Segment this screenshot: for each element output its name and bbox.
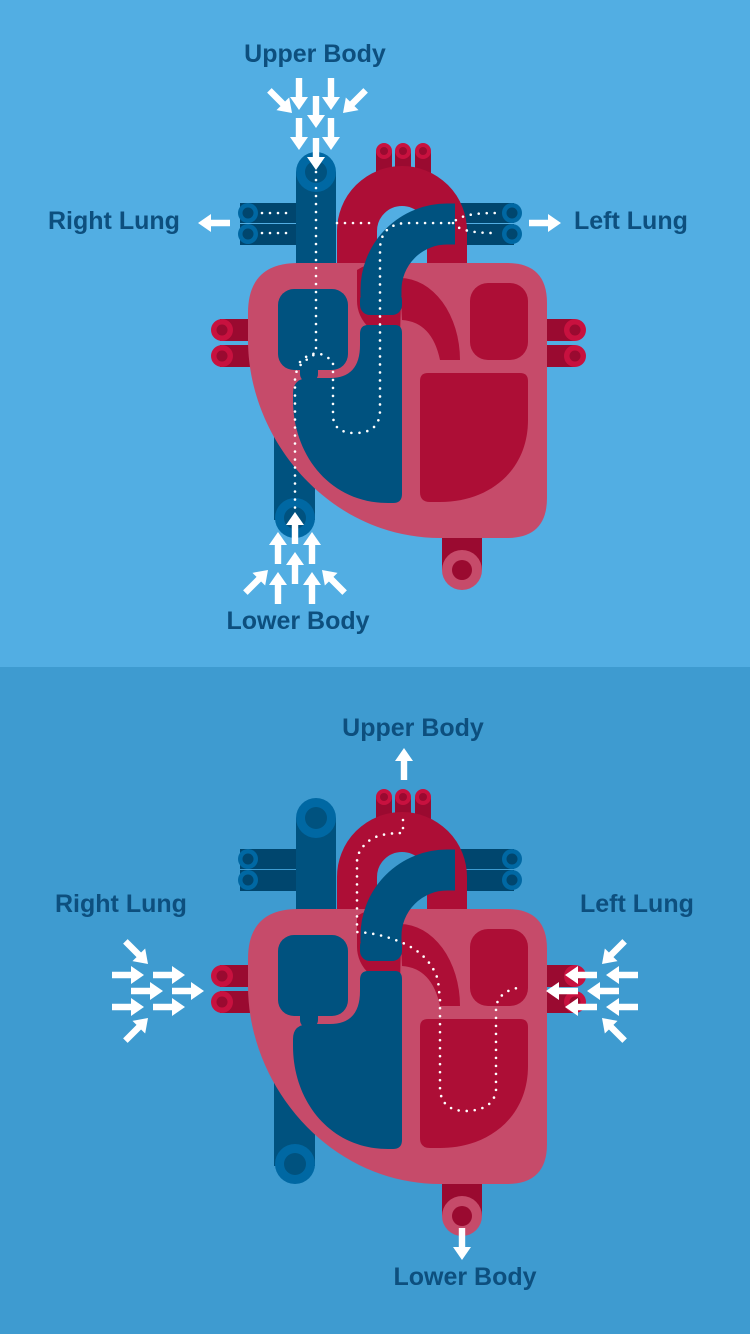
panel-deoxygenated-flow: Upper Body Right Lung Left Lung Lower Bo… <box>0 0 750 667</box>
flow-path-dotted <box>260 170 497 512</box>
label-lower-body: Lower Body <box>393 1263 536 1291</box>
label-left-lung: Left Lung <box>580 890 694 918</box>
label-left-lung: Left Lung <box>574 207 688 235</box>
label-right-lung: Right Lung <box>48 207 180 235</box>
label-upper-body: Upper Body <box>342 714 484 742</box>
label-lower-body: Lower Body <box>226 607 369 635</box>
panel-oxygenated-flow: Upper Body Right Lung Left Lung Lower Bo… <box>0 667 750 1334</box>
label-right-lung: Right Lung <box>55 890 187 918</box>
flow-path-dotted <box>355 818 525 1113</box>
label-upper-body: Upper Body <box>244 40 386 68</box>
